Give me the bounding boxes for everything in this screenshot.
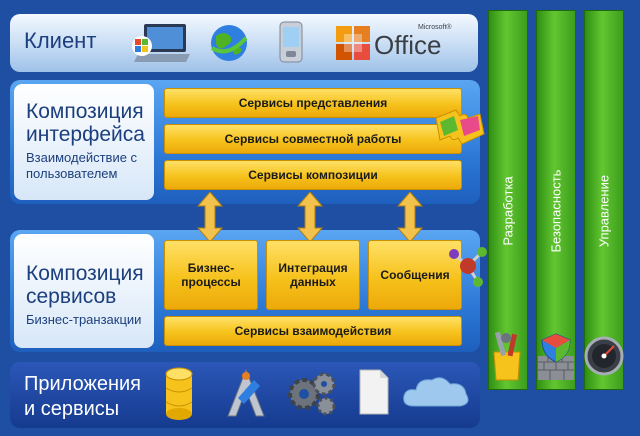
document-icon — [359, 369, 389, 415]
shield-wall-icon — [538, 333, 574, 380]
service-composition-title-1: Композиция — [26, 262, 144, 285]
database-icon — [165, 367, 193, 420]
apps-title-2: и сервисы — [24, 398, 120, 420]
pda-icon — [279, 21, 303, 63]
column-development: Разработка — [488, 10, 528, 390]
service-composition-title-2: сервисов — [26, 285, 117, 308]
cloud-icon — [403, 377, 469, 407]
interaction-services-box: Сервисы взаимодействия — [164, 316, 462, 346]
double-arrow-icon — [296, 192, 324, 242]
globe-icon — [210, 25, 248, 61]
tools-icon — [493, 331, 521, 381]
service-composition-subtitle: Бизнес-транзакции — [26, 312, 142, 327]
column-security-label: Безопасность — [548, 169, 564, 253]
double-arrow-icon — [396, 192, 424, 242]
data-integration-line1: Интеграция — [278, 261, 348, 275]
windows-laptop-icon — [132, 24, 190, 62]
composition-services-box: Сервисы композиции — [164, 160, 462, 190]
double-arrow-icon — [196, 192, 224, 242]
collaboration-services-box: Сервисы совместной работы — [164, 124, 462, 154]
gears-icon — [288, 372, 336, 416]
puzzle-icon — [435, 109, 485, 145]
office-brand: Office — [374, 30, 442, 60]
ui-composition-subtitle-1: Взаимодействие с — [26, 150, 138, 165]
service-composition-label-panel — [14, 234, 154, 348]
business-processes-line1: Бизнес- — [187, 261, 235, 275]
compass-icon — [227, 368, 265, 417]
business-processes-box: Бизнес- процессы — [164, 240, 258, 310]
ui-composition-subtitle-2: пользователем — [26, 166, 118, 181]
column-security: Безопасность — [536, 10, 576, 390]
office-brand-small: Microsoft® — [418, 24, 452, 31]
data-integration-line2: данных — [290, 275, 336, 289]
gauge-icon — [584, 336, 624, 376]
column-management-label: Управление — [596, 174, 612, 248]
column-development-label: Разработка — [500, 176, 516, 246]
ui-composition-label-panel — [14, 84, 154, 200]
presentation-services-box: Сервисы представления — [164, 88, 462, 118]
column-management: Управление — [584, 10, 624, 390]
business-processes-line2: процессы — [181, 275, 241, 289]
molecule-icon — [449, 247, 487, 287]
client-title: Клиент — [24, 28, 97, 53]
data-integration-box: Интеграция данных — [266, 240, 360, 310]
ui-composition-title-2: интерфейса — [26, 123, 145, 146]
apps-title-1: Приложения — [24, 373, 142, 395]
ui-composition-title-1: Композиция — [26, 100, 144, 123]
messaging-box: Сообщения — [368, 240, 462, 310]
office-logo-icon — [336, 26, 370, 60]
